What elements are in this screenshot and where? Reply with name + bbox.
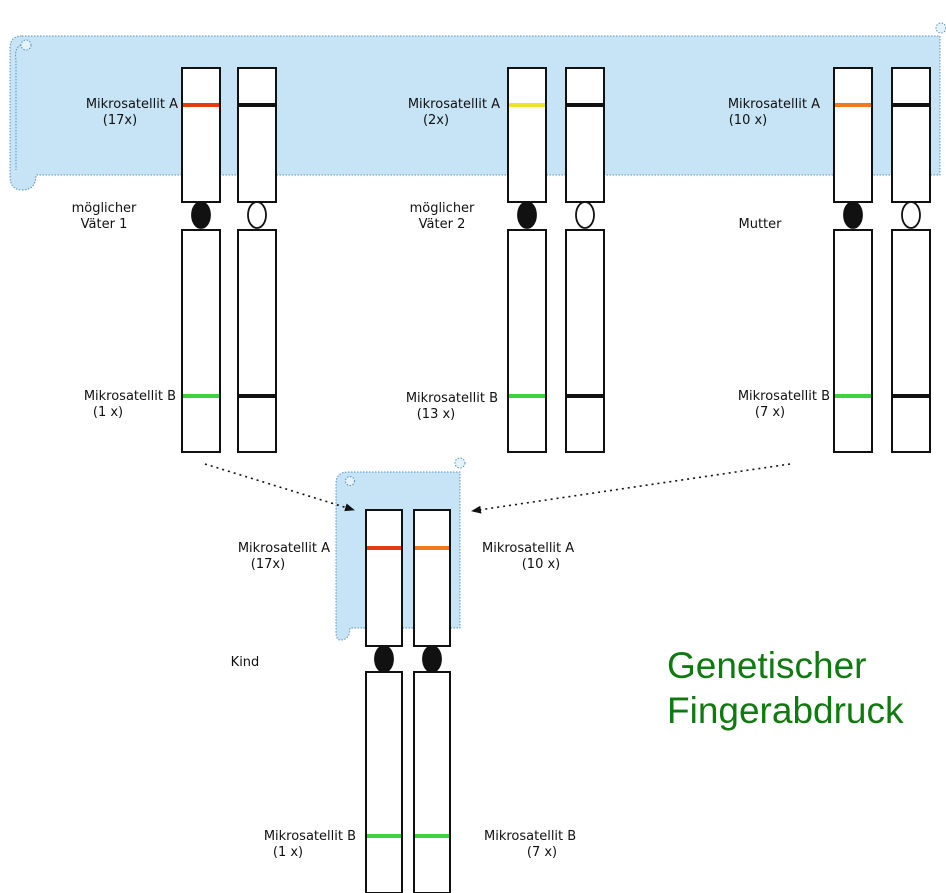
parent-2-msB-label: Mikrosatellit B bbox=[406, 391, 498, 406]
scroll-curl-left bbox=[346, 477, 355, 486]
father-2-chromosome-right-band-msB bbox=[567, 394, 603, 398]
child-chromosome-right-centromere bbox=[423, 646, 441, 672]
father-1-chromosome-left bbox=[182, 68, 220, 452]
child-chromosome-right-upper-arm bbox=[414, 510, 450, 646]
mother-msA-count: (10 x) bbox=[729, 113, 768, 128]
father-2-chromosome-right bbox=[566, 68, 604, 452]
child-chromosome-left-band-msB bbox=[367, 834, 401, 838]
child-right-msB-label: Mikrosatellit B bbox=[484, 829, 576, 844]
title: Genetischer Fingerabdruck bbox=[667, 645, 904, 731]
mother-msB-count: (7 x) bbox=[755, 405, 785, 420]
parent-1-msA-label: Mikrosatellit A bbox=[86, 97, 178, 112]
mother-name: Mutter bbox=[739, 217, 783, 232]
mother-chromosome-left-band-msA bbox=[835, 103, 871, 107]
child-chromosome-right-lower-arm bbox=[414, 672, 450, 893]
father-2-chromosome-right-band-msA bbox=[567, 103, 603, 107]
scroll-curl-left bbox=[21, 40, 31, 50]
child-right-msA-label: Mikrosatellit A bbox=[482, 541, 574, 556]
parent-1-msB-label: Mikrosatellit B bbox=[84, 389, 176, 404]
child-name: Kind bbox=[231, 655, 260, 670]
father-1-chromosome-left-upper-arm bbox=[182, 68, 220, 202]
parent-2-name-line2: Väter 2 bbox=[419, 217, 466, 232]
father-2-chromosome-right-lower-arm bbox=[566, 230, 604, 452]
father-1-chromosome-right-upper-arm bbox=[238, 68, 276, 202]
father-2-chromosome-right-centromere bbox=[576, 202, 594, 228]
title-line1: Genetischer bbox=[667, 645, 867, 686]
father-2-chromosome-right-upper-arm bbox=[566, 68, 604, 202]
mother-chromosome-left-lower-arm bbox=[834, 230, 872, 452]
arrow-father-1-to-child bbox=[205, 464, 354, 510]
parent-1-msA-count: (17x) bbox=[103, 113, 137, 128]
parent-2-name-line1: möglicher bbox=[410, 201, 475, 216]
inheritance-arrows bbox=[205, 464, 790, 511]
child-chromosome-left-band-msA bbox=[367, 546, 401, 550]
mother-chromosome-right-band-msA bbox=[893, 103, 929, 107]
mother-chromosome-right-lower-arm bbox=[892, 230, 930, 452]
father-1-chromosome-right-lower-arm bbox=[238, 230, 276, 452]
father-2-chromosome-left-centromere bbox=[518, 202, 536, 228]
child-chromosome-left bbox=[366, 510, 402, 893]
mother-chromosome-right-band-msB bbox=[893, 394, 929, 398]
father-2-chromosome-left bbox=[508, 68, 546, 452]
title-line2: Fingerabdruck bbox=[667, 690, 904, 731]
father-2-chromosome-left-band-msA bbox=[509, 103, 545, 107]
mother-chromosome-left-upper-arm bbox=[834, 68, 872, 202]
child-chromosome-left-lower-arm bbox=[366, 672, 402, 893]
parent-1-msB-count: (1 x) bbox=[93, 405, 123, 420]
scroll-body bbox=[10, 36, 940, 190]
father-1-chromosome-right-centromere bbox=[248, 202, 266, 228]
child-chromosome-left-centromere bbox=[375, 646, 393, 672]
scroll-curl-right bbox=[455, 458, 465, 468]
child-chromosome-left-upper-arm bbox=[366, 510, 402, 646]
arrow-mother-to-child bbox=[472, 464, 790, 511]
mother-chromosome-right-centromere bbox=[902, 202, 920, 228]
child-left-msA-count: (17x) bbox=[251, 557, 285, 572]
mother-chromosome-left-centromere bbox=[844, 202, 862, 228]
mother-chromosome-right bbox=[892, 68, 930, 452]
father-1-chromosome-left-centromere bbox=[192, 202, 210, 228]
father-2-chromosome-left-band-msB bbox=[509, 394, 545, 398]
father-1-chromosome-right-band-msA bbox=[239, 103, 275, 107]
mother-chromosome-left bbox=[834, 68, 872, 452]
child-left-msB-label: Mikrosatellit B bbox=[264, 829, 356, 844]
parent-2-msB-count: (13 x) bbox=[417, 407, 456, 422]
child-chromosome-right-band-msA bbox=[415, 546, 449, 550]
parent-1-name-line1: möglicher bbox=[72, 201, 137, 216]
child-chromosome-right-band-msB bbox=[415, 834, 449, 838]
father-1-chromosome-right-band-msB bbox=[239, 394, 275, 398]
child-right-msA-count: (10 x) bbox=[522, 557, 561, 572]
father-2-chromosome-left-lower-arm bbox=[508, 230, 546, 452]
mother-chromosome-left-band-msB bbox=[835, 394, 871, 398]
father-2-chromosome-left-upper-arm bbox=[508, 68, 546, 202]
mother-msA-label: Mikrosatellit A bbox=[728, 97, 820, 112]
father-1-chromosome-right bbox=[238, 68, 276, 452]
child-right-msB-count: (7 x) bbox=[527, 845, 557, 860]
father-1-chromosome-left-band-msB bbox=[183, 394, 219, 398]
mother-msB-label: Mikrosatellit B bbox=[738, 389, 830, 404]
mother-chromosome-right-upper-arm bbox=[892, 68, 930, 202]
child-left-msB-count: (1 x) bbox=[273, 845, 303, 860]
child-chromosome-right bbox=[414, 510, 450, 893]
child-left-msA-label: Mikrosatellit A bbox=[238, 541, 330, 556]
parent-2-msA-count: (2x) bbox=[423, 113, 449, 128]
father-1-chromosome-left-band-msA bbox=[183, 103, 219, 107]
parent-2-msA-label: Mikrosatellit A bbox=[408, 97, 500, 112]
father-1-chromosome-left-lower-arm bbox=[182, 230, 220, 452]
parent-1-name-line2: Väter 1 bbox=[81, 217, 128, 232]
chromosome-layer bbox=[182, 68, 930, 893]
scroll-curl-right bbox=[936, 23, 946, 33]
